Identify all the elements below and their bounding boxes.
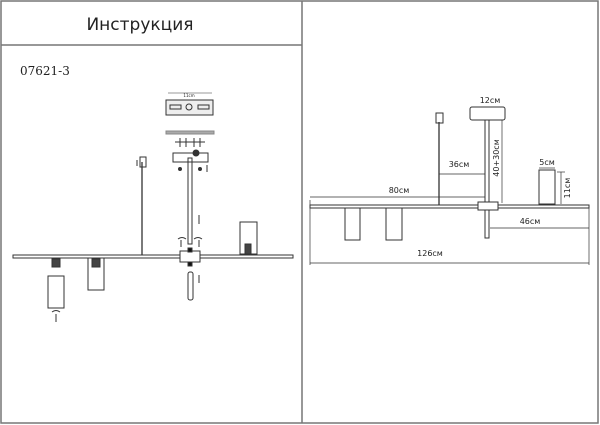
- rod: [484, 119, 490, 239]
- mount-bar: [165, 130, 215, 135]
- shade-width-label: 5см: [539, 158, 555, 167]
- arm-bar: [12, 254, 294, 259]
- canopy: [172, 152, 209, 163]
- mount-bracket: [165, 99, 214, 116]
- total-length-label: 126см: [417, 249, 443, 258]
- model-code: 07621-3: [20, 64, 70, 78]
- lower-rod: [187, 271, 194, 301]
- connector: [477, 201, 499, 211]
- shade-left: [344, 207, 361, 241]
- shade-top: [538, 169, 556, 205]
- shade-height-label: 11см: [563, 178, 572, 199]
- shade-middle: [385, 207, 403, 241]
- shade-left: [47, 275, 65, 309]
- assembly-view: [12, 92, 294, 322]
- page-title: Инструкция: [86, 15, 193, 35]
- shade-middle: [87, 257, 105, 291]
- right-arm-label: 46см: [520, 217, 541, 226]
- rod: [187, 157, 193, 245]
- dimension-view: [309, 106, 590, 265]
- canopy-width-label: 12см: [480, 96, 501, 105]
- dimension-labels: 12см 40+30см 36см 80см 5см 11см 46см 126…: [389, 96, 572, 258]
- wire-offset-label: 36см: [449, 160, 470, 169]
- left-arm-label: 80см: [389, 186, 410, 195]
- rod-length-label: 40+30см: [492, 139, 501, 177]
- connector: [179, 250, 201, 263]
- canopy: [469, 106, 506, 121]
- mount-plate-label: 11cm: [183, 93, 194, 98]
